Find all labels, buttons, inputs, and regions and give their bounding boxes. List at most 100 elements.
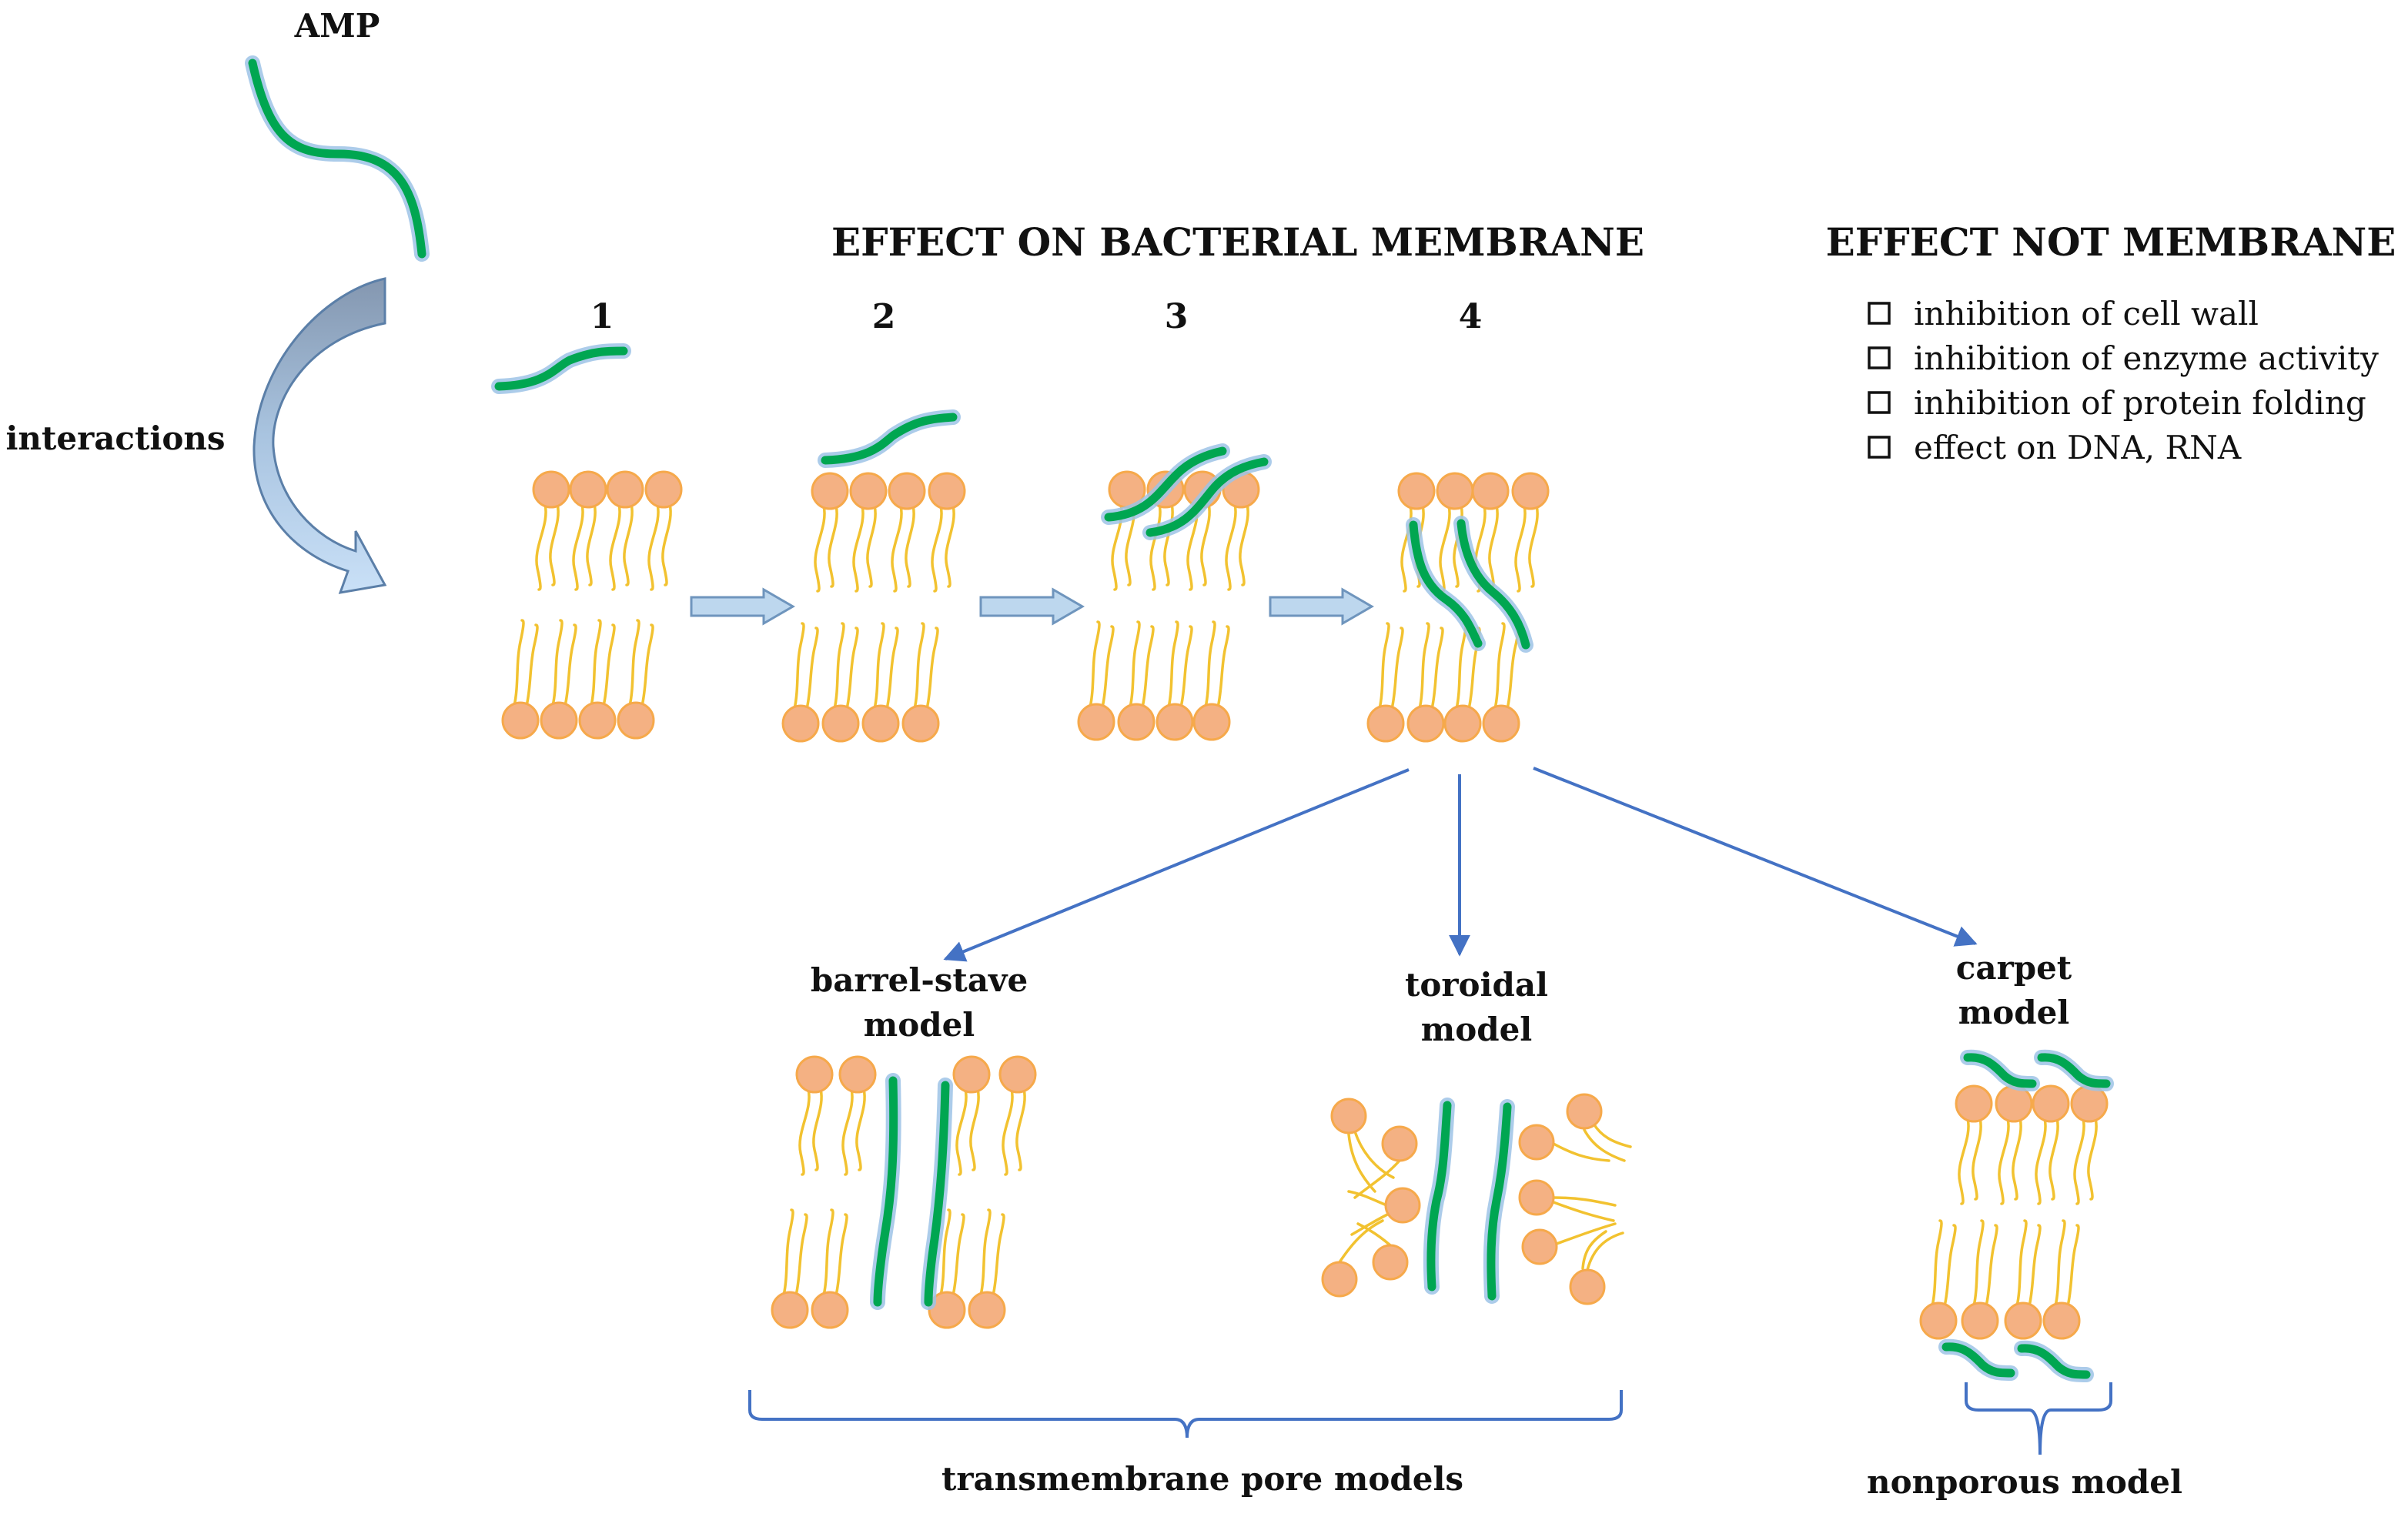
lipid-tail — [885, 627, 899, 710]
lipid-head — [811, 1291, 849, 1329]
lipid-head — [1443, 704, 1482, 743]
barrel-stave-label-line2: model — [864, 1006, 975, 1044]
lipid-tail — [905, 504, 915, 588]
arrow-to-carpet — [1533, 767, 1978, 947]
lipid-tail — [828, 504, 838, 588]
lipid-tail — [1514, 504, 1527, 593]
lipid-tail — [913, 622, 925, 710]
lipid-tail — [572, 503, 584, 591]
lipid-tail — [955, 1088, 968, 1176]
lipid-tail — [2028, 1224, 2042, 1308]
step-number-2: 2 — [872, 297, 896, 336]
lipid-tail — [1356, 1222, 1392, 1247]
lipid-tail — [782, 1208, 794, 1297]
lipid-tail — [979, 1208, 992, 1297]
lipid-tail — [841, 1088, 854, 1176]
list-item-text: inhibition of protein folding — [1914, 384, 2366, 422]
lipid-head — [644, 470, 683, 509]
lipid-head — [838, 1055, 877, 1094]
step-arrow-3-to-4 — [1269, 587, 1374, 626]
lipid-tail — [2066, 1224, 2080, 1308]
lipid-tail — [2087, 1117, 2098, 1201]
lipid-head — [781, 704, 820, 743]
lipid-head — [771, 1291, 809, 1329]
lipid-tail — [1200, 503, 1211, 586]
step-number-3: 3 — [1165, 297, 1189, 336]
lipid-tail — [586, 503, 597, 586]
step-arrow-2-to-3 — [979, 587, 1085, 626]
lipid-tail — [852, 504, 865, 593]
lipid-tail — [1552, 1196, 1617, 1207]
lipid-tail — [513, 619, 525, 707]
lipid-tail — [1125, 503, 1135, 586]
lipid-tail — [992, 1213, 1005, 1297]
lipid-tail — [1002, 1088, 1014, 1176]
lipid-tail — [1347, 1133, 1376, 1193]
lipid-head — [1961, 1301, 1999, 1340]
lipid-head — [1569, 1268, 1606, 1305]
lipid-head — [501, 701, 540, 740]
lipid-tail — [1378, 622, 1390, 710]
lipid-tail — [1167, 620, 1179, 709]
lipid-head — [1436, 472, 1474, 510]
barrel-stave-model — [771, 1055, 1037, 1329]
lipid-tail — [590, 619, 602, 707]
lipid-head — [821, 704, 860, 743]
lipid-tail — [1089, 620, 1101, 709]
interactions-label: interactions — [5, 419, 225, 457]
lipid-head — [1955, 1084, 1993, 1123]
list-item: inhibition of enzyme activity — [1868, 339, 2379, 377]
lipid-tail — [834, 1213, 848, 1297]
toroidal-model — [1321, 1093, 1632, 1305]
barrel-stave-label: barrel-stave — [811, 961, 1028, 999]
lipid-tail — [866, 504, 877, 588]
lipid-head — [1366, 704, 1405, 743]
step-arrow-1-to-2 — [690, 587, 795, 626]
carpet-model — [1919, 1084, 2109, 1340]
lipid-tail — [1163, 503, 1174, 586]
lipid-tail — [1430, 627, 1444, 710]
lipid-tail — [2073, 1117, 2085, 1205]
lipid-tail — [1581, 1230, 1607, 1270]
lipid-tail — [1347, 1190, 1392, 1208]
peptide-step-1 — [491, 343, 631, 394]
lipid-head — [578, 701, 617, 740]
lipid-tail — [1418, 622, 1430, 710]
step-number-4: 4 — [1459, 297, 1483, 336]
lipid-head — [617, 701, 655, 740]
list-item: effect on DNA, RNA — [1868, 429, 2242, 466]
lipid-tail — [661, 503, 672, 586]
lipid-tail — [1015, 1088, 1026, 1171]
lipid-tail — [1101, 625, 1115, 709]
lipid-head — [1566, 1093, 1603, 1130]
lipid-tail — [1390, 627, 1404, 710]
not-membrane-effect-title: EFFECT NOT MEMBRANE — [1826, 219, 2396, 265]
lipid-head — [888, 472, 926, 510]
lipid-tail — [609, 503, 621, 591]
interaction-curved-arrow — [253, 277, 387, 594]
step-number-1: 1 — [590, 297, 614, 336]
toroidal-peptides — [1423, 1098, 1515, 1304]
lipid-tail — [1350, 1211, 1392, 1236]
lipid-tail — [873, 622, 885, 710]
lipid-tail — [1552, 1142, 1610, 1162]
lipid-tail — [939, 1208, 951, 1297]
lipid-head — [952, 1055, 991, 1094]
lipid-tail — [1488, 504, 1499, 588]
lipid-tail — [2035, 1117, 2047, 1205]
lipid-head — [998, 1055, 1037, 1094]
lipid-tail — [1985, 1224, 1998, 1308]
lipid-tail — [1338, 1219, 1384, 1264]
lipid-tail — [845, 627, 859, 710]
nonporous-model-brace — [1965, 1382, 2112, 1455]
lipid-tail — [1179, 625, 1193, 709]
lipid-tail — [798, 1088, 811, 1176]
lipid-head — [1321, 1261, 1358, 1298]
lipid-tail — [1204, 620, 1216, 709]
lipid-head — [540, 701, 578, 740]
lipid-tail — [647, 503, 660, 591]
lipid-head — [795, 1055, 834, 1094]
lipid-head — [1156, 703, 1194, 741]
lipid-tail — [925, 627, 939, 710]
lipid-tail — [951, 1213, 965, 1297]
